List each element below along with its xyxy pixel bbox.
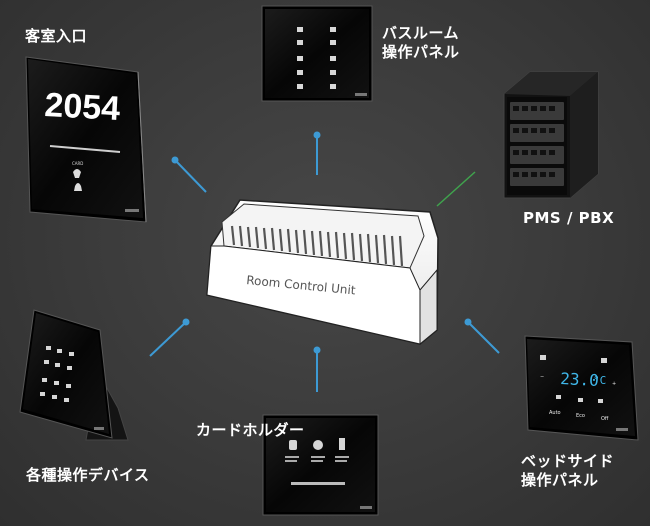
bedside-mode-icons	[556, 395, 603, 403]
bell-icon	[74, 183, 82, 191]
label-bedside-panel: ベッドサイド 操作パネル	[521, 452, 615, 489]
label-card-holder: カードホルダー	[196, 421, 305, 439]
bedside-minus-button: −	[540, 374, 544, 380]
card-tap-icon	[73, 169, 81, 178]
card-holder-device	[262, 414, 379, 516]
card-slot	[291, 482, 345, 485]
pms-pbx-server-rack	[503, 71, 599, 199]
door-panel-device: 2054 CARD	[25, 56, 147, 223]
bedside-panel-device: − 23.0 °C + Auto Eco Off	[524, 335, 639, 441]
various-devices-icons	[40, 346, 74, 402]
connector-pms-pbx	[436, 171, 476, 207]
bedside-plus-button: +	[612, 381, 616, 387]
bedside-top-icons	[540, 355, 607, 363]
bedside-eco-label: Eco	[576, 413, 585, 419]
various-devices-panel	[19, 309, 129, 441]
bathroom-panel-icons	[297, 27, 336, 89]
connector-various-devices	[149, 318, 190, 357]
connector-card-holder	[313, 346, 321, 392]
connector-bathroom-panel	[313, 131, 321, 175]
connector-door-panel	[171, 156, 207, 193]
bedside-off-label: Off	[601, 416, 609, 422]
door-panel-room-number: 2054	[44, 86, 122, 128]
bedside-temperature: 23.0	[560, 369, 599, 390]
label-various-devices: 各種操作デバイス	[26, 466, 150, 484]
rcu-vent-slots	[230, 225, 404, 267]
room-control-unit: Room Control Unit	[206, 199, 439, 346]
connector-bedside-panel	[464, 318, 500, 354]
door-panel-card-text: CARD	[72, 161, 83, 166]
bedside-auto-label: Auto	[549, 410, 561, 416]
label-pms-pbx: PMS / PBX	[523, 209, 615, 227]
bathroom-panel-device	[261, 5, 373, 102]
door-panel-logo	[125, 209, 139, 212]
card-holder-icons	[289, 438, 345, 450]
label-bathroom-panel: バスルーム 操作パネル	[382, 24, 460, 61]
label-guest-room-entrance: 客室入口	[25, 27, 88, 45]
bedside-temperature-unit: °C	[593, 374, 606, 387]
